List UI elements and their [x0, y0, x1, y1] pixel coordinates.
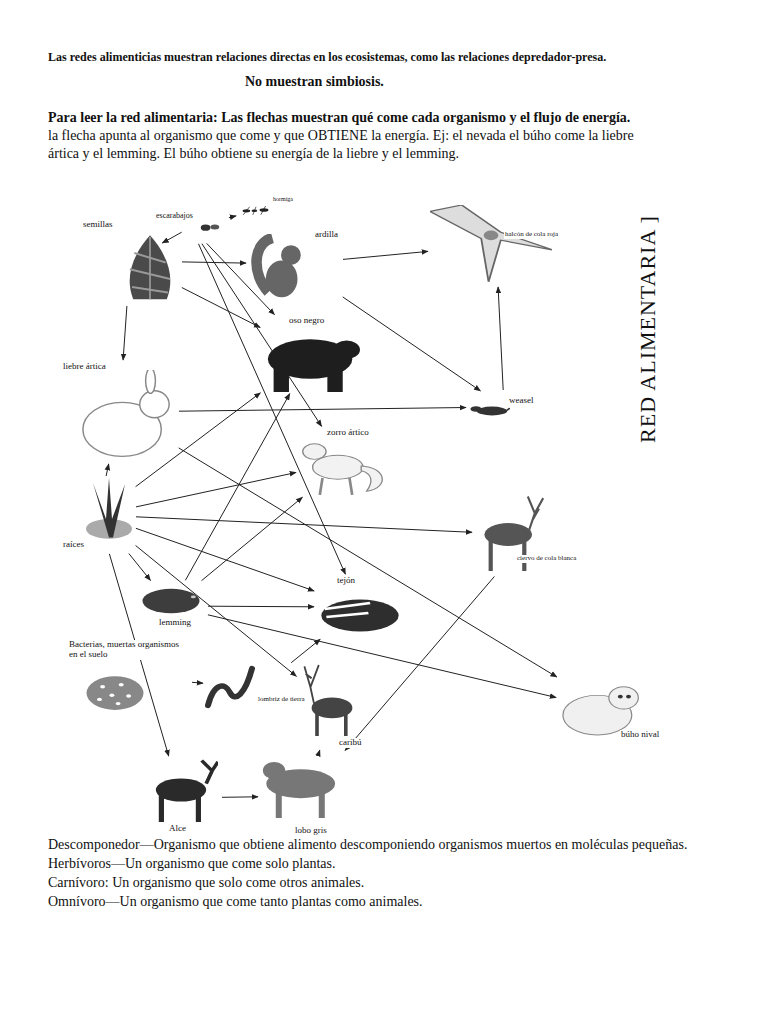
organism-label: raíces — [62, 540, 85, 550]
organism-label: caribú — [338, 738, 363, 748]
squirrel-node: ardilla — [248, 228, 341, 300]
organism-label: semillas — [82, 220, 114, 230]
hare-node: liebre ártica — [62, 362, 177, 462]
food-arrow — [179, 448, 557, 677]
weasel-node: weasel — [468, 392, 540, 422]
bacteria-picture — [84, 670, 146, 712]
food-arrow — [291, 639, 320, 662]
bear-picture — [264, 326, 360, 392]
moose-picture — [144, 758, 218, 822]
organism-label: halcón de cola roja — [504, 231, 559, 239]
organism-label: tejón — [336, 576, 356, 586]
organism-label: liebre ártica — [62, 362, 107, 372]
organism-label: escarabajos — [155, 212, 194, 221]
badger-picture — [318, 588, 402, 638]
food-arrow — [136, 517, 472, 533]
organism-label: Alce — [168, 824, 187, 834]
wolf-node: lobo gris — [260, 752, 352, 840]
squirrel-picture — [250, 234, 316, 300]
organism-label: lombriz de tierra — [257, 696, 306, 704]
cone-picture — [122, 234, 178, 302]
instruction-heading: Para leer la red alimentaria: Las flecha… — [48, 109, 748, 127]
organism-label: oso negro — [288, 316, 325, 326]
caribou-node: caribú — [298, 662, 368, 750]
caribou-picture — [302, 662, 362, 736]
organism-label: lobo gris — [294, 826, 328, 836]
fox-node: zorro ártico — [298, 428, 392, 496]
food-arrow — [185, 394, 289, 581]
fox-picture — [300, 436, 390, 496]
organism-label: ardilla — [314, 230, 339, 240]
organism-label: zorro ártico — [326, 428, 370, 438]
wolf-picture — [262, 752, 348, 818]
definition-text: Omnívoro—Un organismo que come tanto pla… — [48, 893, 764, 912]
instruction-text: la flecha apunta al organismo que come y… — [48, 127, 668, 163]
food-arrow — [222, 796, 258, 798]
definition-text: Carnívoro: Un organismo que solo come ot… — [48, 874, 764, 893]
food-arrow — [162, 232, 181, 243]
earthworm-node: lombriz de tierra — [205, 664, 315, 712]
food-arrow — [106, 464, 109, 476]
grass-picture — [84, 478, 134, 540]
food-arrow — [229, 216, 236, 218]
food-arrow — [319, 750, 321, 752]
food-arrow — [208, 606, 314, 608]
food-arrow — [179, 408, 466, 412]
decomposers-node: Bacterias, muertas organismos en el suel… — [68, 640, 190, 714]
hawk-node: halcón de cola roja — [430, 205, 562, 285]
title-text: RED ALIMENTARIA ] — [635, 201, 661, 457]
intro-note: Las redes alimenticias muestran relacion… — [48, 50, 748, 66]
note: No muestran simbiosis. — [245, 73, 645, 91]
roots-node: raíces — [62, 478, 134, 552]
food-arrow — [202, 497, 303, 580]
beetle-picture — [199, 220, 221, 234]
beetles-node: escarabajos — [155, 212, 227, 242]
organism-label: búho nival — [620, 730, 660, 740]
hare-picture — [78, 370, 176, 460]
organism-label: Bacterias, muertas organismos en el suel… — [68, 640, 188, 660]
food-arrow — [343, 297, 481, 391]
worm-picture — [205, 664, 255, 710]
bear-node: oso negro — [262, 316, 362, 392]
food-arrow — [129, 554, 151, 581]
organism-label: hormiga — [272, 196, 294, 203]
hawk-picture — [430, 205, 552, 285]
food-arrow — [343, 251, 428, 259]
definitions: Descomponedor—Organismo que obtiene alim… — [48, 836, 764, 912]
organism-label: weasel — [508, 396, 535, 406]
definition-text: Herbívoros—Un organismo que come solo pl… — [48, 855, 764, 874]
lemming-node: lemming — [136, 582, 206, 630]
weasel-picture — [470, 400, 510, 420]
food-arrow — [136, 528, 314, 591]
owl-node: búho nival — [558, 678, 668, 744]
definition-text: Descomponedor—Organismo que obtiene alim… — [48, 836, 764, 855]
food-arrow — [498, 287, 503, 390]
badger-node: tejón — [316, 576, 404, 638]
food-arrow — [192, 682, 203, 684]
deer-node: ciervo de cola blanca — [474, 495, 586, 575]
seeds-node: semillas — [80, 218, 180, 304]
moose-node: Alce — [142, 758, 220, 838]
organism-label: lemming — [158, 618, 192, 628]
food-arrow — [123, 306, 127, 360]
lemming-picture — [140, 582, 202, 616]
ants-node: hormiga — [238, 196, 298, 220]
organism-label: ciervo de cola blanca — [516, 555, 577, 563]
food-arrow — [136, 473, 296, 507]
ants-picture — [240, 202, 272, 218]
